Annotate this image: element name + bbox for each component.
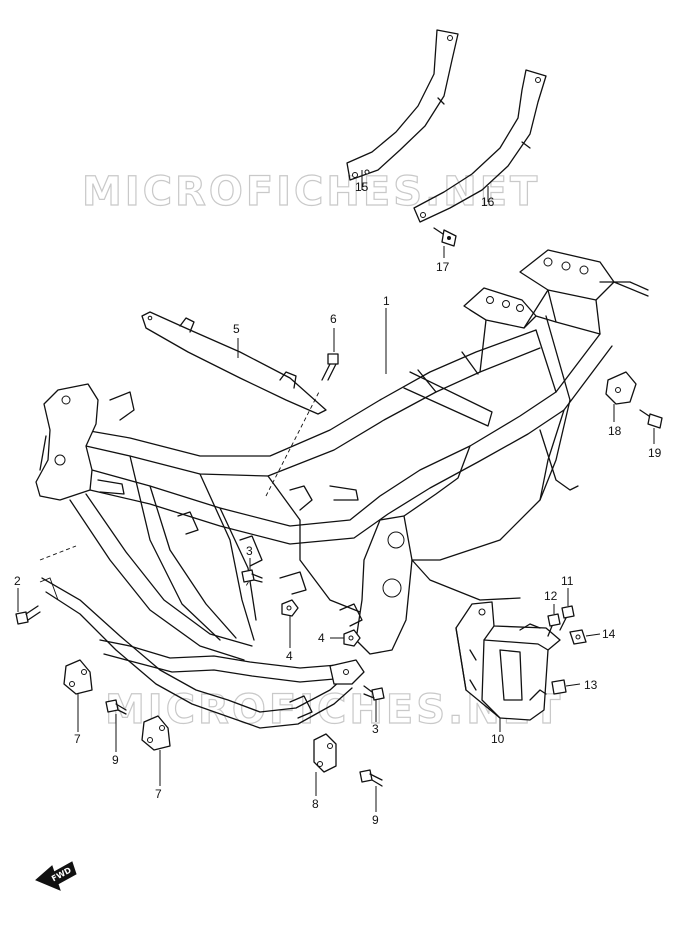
part-10-battery-holder <box>455 601 561 721</box>
callout-19: 19 <box>648 446 662 460</box>
part-15-seat-rail-left <box>346 29 459 181</box>
callout-16: 16 <box>481 195 495 209</box>
part-7-mount-plate-right <box>141 715 171 751</box>
callout-7-right: 7 <box>155 787 162 801</box>
callout-6: 6 <box>330 312 337 326</box>
watermark-top: MICROFICHES.NET <box>82 169 540 215</box>
part-7-mount-plate-left <box>63 659 93 695</box>
part-14-cushion <box>569 629 587 645</box>
part-9-bolt-right <box>359 769 383 787</box>
callout-1: 1 <box>383 294 390 308</box>
callout-7-left: 7 <box>74 732 81 746</box>
part-8-bracket <box>313 733 337 773</box>
callout-13: 13 <box>584 678 598 692</box>
part-12-bolt <box>547 613 561 637</box>
part-9-bolt-left <box>105 699 127 715</box>
callout-2: 2 <box>14 574 21 588</box>
part-1-main-frame <box>35 249 649 729</box>
callout-9-right: 9 <box>372 813 379 827</box>
part-6-bolt <box>321 353 339 381</box>
part-11-bolt <box>559 605 575 631</box>
callout-17: 17 <box>436 260 450 274</box>
part-4-nut-lower <box>343 629 361 647</box>
part-3-bolt-upper <box>241 569 263 583</box>
callout-10: 10 <box>491 732 505 746</box>
callout-11: 11 <box>561 574 574 588</box>
part-13-cushion <box>551 679 567 695</box>
callout-18: 18 <box>608 424 622 438</box>
callout-5: 5 <box>233 322 240 336</box>
callout-3-lower: 3 <box>372 722 379 736</box>
leader-lines <box>17 170 655 812</box>
part-18-clip <box>605 371 637 405</box>
part-19-bolt <box>639 409 663 429</box>
part-17-bolt <box>433 227 457 247</box>
callout-3-upper: 3 <box>246 544 253 558</box>
callout-4-lower: 4 <box>318 631 325 645</box>
callout-12: 12 <box>544 589 558 603</box>
part-2-bolt <box>15 605 41 625</box>
callout-4-upper: 4 <box>286 649 293 663</box>
callout-15: 15 <box>355 180 369 194</box>
callout-14: 14 <box>602 627 616 641</box>
part-16-seat-rail-right <box>413 69 547 223</box>
part-4-nut-upper <box>281 599 299 617</box>
callout-8: 8 <box>312 797 319 811</box>
part-5-side-bracket <box>141 311 327 415</box>
fwd-arrow-icon: FWD <box>35 861 77 891</box>
part-3-bolt-lower <box>363 685 385 701</box>
callout-9-left: 9 <box>112 753 119 767</box>
